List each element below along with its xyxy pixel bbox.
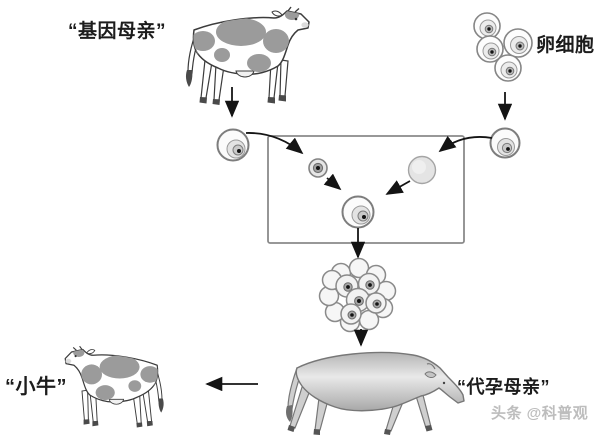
egg-cell-icon bbox=[503, 28, 533, 58]
egg-cell-icon bbox=[476, 35, 504, 63]
arrow-egg-to-fused bbox=[385, 180, 411, 195]
nucleus-icon bbox=[308, 158, 328, 178]
enucleated-egg-icon bbox=[407, 155, 437, 185]
arrow-nucleus-to-fused bbox=[323, 173, 342, 191]
gene-mother-label: “基因母亲” bbox=[68, 21, 167, 42]
egg-cells-cluster-icon bbox=[473, 12, 533, 82]
embryo-morula-icon bbox=[318, 257, 397, 333]
fused-cell-icon bbox=[341, 195, 375, 229]
donor-cell-icon bbox=[216, 128, 250, 162]
surrogate-mother-label: “代孕母亲” bbox=[457, 377, 550, 397]
gene-mother-cow-icon bbox=[186, 7, 309, 105]
calf-label: “小牛” bbox=[5, 376, 67, 398]
arrow-egg-into-box bbox=[438, 135, 493, 153]
fusion-box bbox=[267, 135, 465, 244]
arrow-cell-into-box bbox=[245, 132, 304, 155]
watermark-text: 头条 @科普观 bbox=[491, 405, 589, 422]
egg-cells-label: 卵细胞 bbox=[536, 35, 595, 56]
egg-cell-icon bbox=[473, 12, 501, 40]
calf-cow-icon bbox=[65, 346, 163, 427]
egg-cell-icon bbox=[494, 54, 522, 82]
surrogate-mother-cow-icon bbox=[286, 351, 465, 435]
egg-cell-single-icon bbox=[489, 127, 521, 159]
